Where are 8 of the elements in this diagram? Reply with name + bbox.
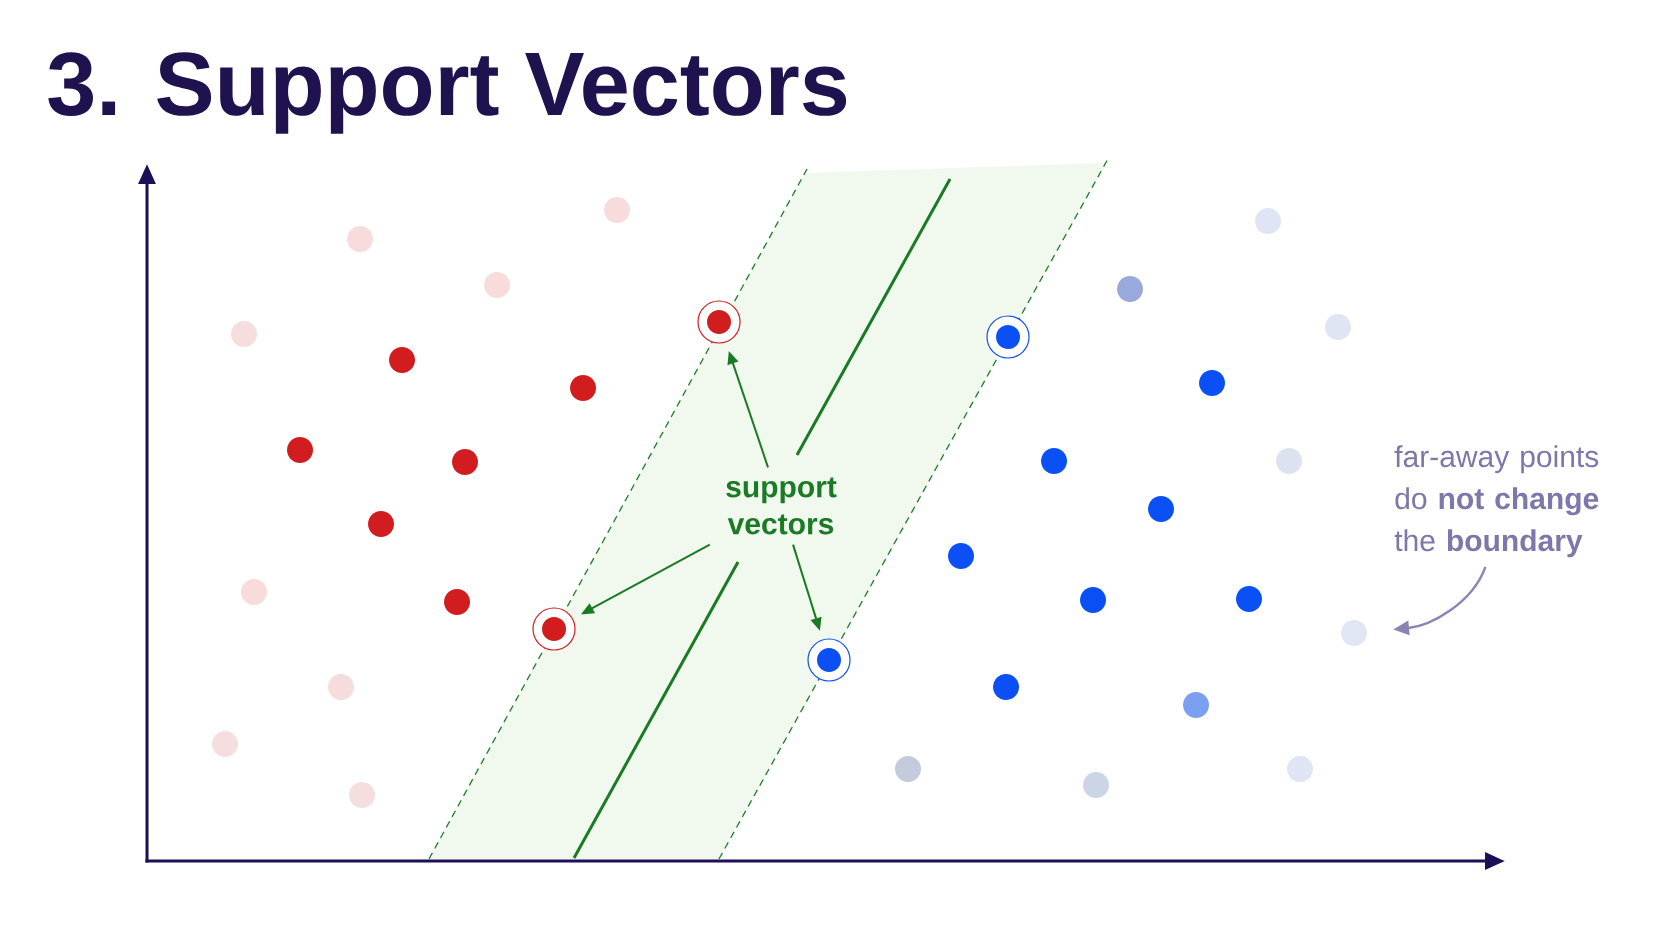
support-vector-point [986,315,1030,359]
support-vector-point [807,638,851,682]
support-vector-point [697,300,741,344]
callout-label: support vectors [726,477,837,535]
data-point [1341,620,1367,646]
title: 3. Support Vectors [48,52,847,134]
note-text: far-away points do not change the boundary [1394,445,1599,558]
support-vector-point [532,607,576,651]
